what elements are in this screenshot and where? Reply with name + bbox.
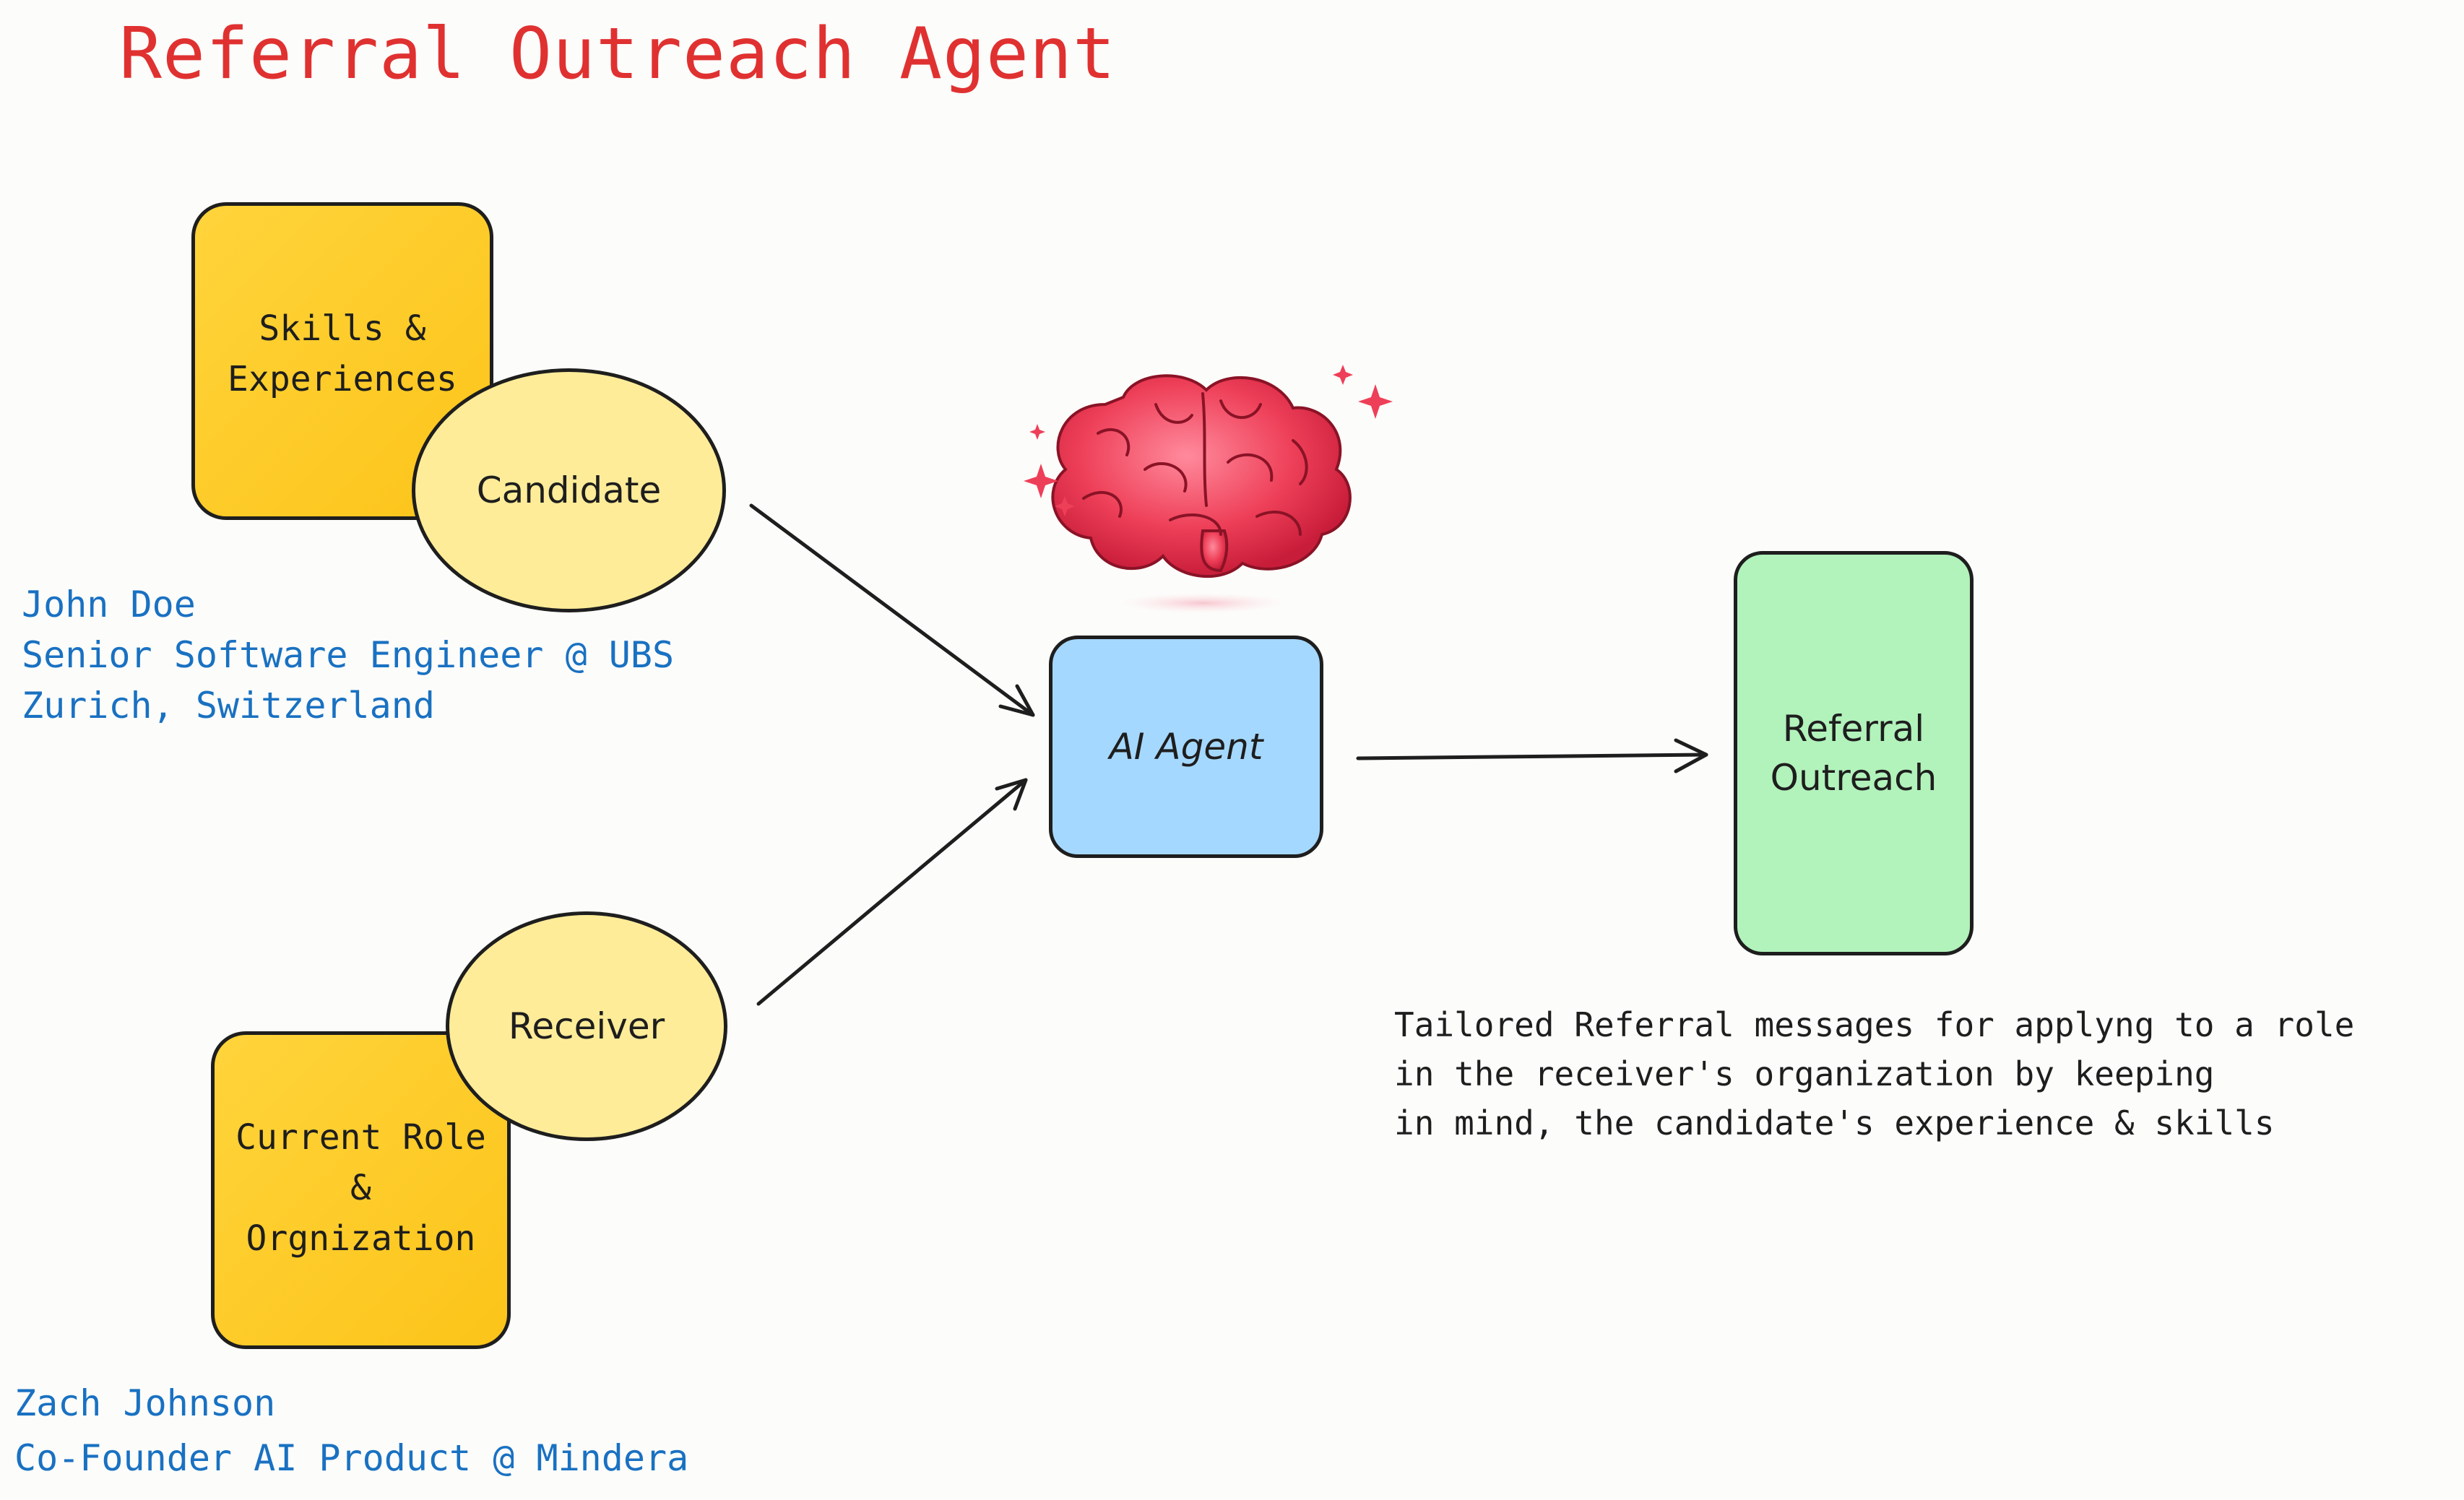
candidate-location: Zurich, Switzerland: [22, 685, 435, 727]
candidate-name: John Doe: [22, 584, 196, 625]
organization-line: Orgnization: [246, 1218, 476, 1259]
candidate-role: Senior Software Engineer @ UBS: [22, 634, 675, 676]
experiences-line: Experiences: [228, 359, 457, 399]
ai-agent-node: AI Agent: [1049, 636, 1323, 858]
arrow-agent-to-output: [1356, 753, 1708, 760]
referral-line: Referral: [1782, 708, 1925, 750]
receiver-details: Zach Johnson Co-Founder AI Product @ Min…: [14, 1376, 688, 1486]
receiver-node: Receiver: [446, 911, 727, 1141]
ai-agent-label: AI Agent: [1109, 726, 1263, 768]
receiver-role: Co-Founder AI Product @ Mindera: [14, 1437, 689, 1479]
description-line-1: Tailored Referral messages for applyng t…: [1394, 1005, 2355, 1044]
candidate-label: Candidate: [476, 469, 662, 511]
skills-line: Skills &: [259, 308, 426, 349]
receiver-label: Receiver: [508, 1005, 665, 1047]
description-line-2: in the receiver's organization by keepin…: [1394, 1054, 2215, 1093]
current-role-line: Current Role: [235, 1117, 486, 1158]
arrow-candidate-to-agent: [749, 503, 1035, 717]
description-line-3: in mind, the candidate's experience & sk…: [1394, 1104, 2275, 1143]
arrow-receiver-to-agent-head: [995, 778, 1028, 811]
referral-outreach-label: Referral Outreach: [1771, 704, 1937, 802]
arrow-agent-to-output-head: [1674, 738, 1708, 773]
current-role-organization-card: [211, 1031, 511, 1349]
page-title: Referral Outreach Agent: [119, 13, 1117, 95]
ampersand-line: &: [350, 1168, 371, 1208]
candidate-node: Candidate: [412, 368, 726, 612]
arrow-receiver-to-agent: [756, 778, 1028, 1006]
output-description: Tailored Referral messages for applyng t…: [1394, 1000, 2354, 1148]
candidate-details: John Doe Senior Software Engineer @ UBS …: [22, 579, 674, 731]
arrow-candidate-to-agent-head: [998, 684, 1035, 717]
receiver-name: Zach Johnson: [14, 1382, 276, 1424]
current-role-organization-label: Current Role & Orgnization: [211, 1112, 511, 1264]
referral-outreach-node: Referral Outreach: [1734, 551, 1974, 955]
outreach-line: Outreach: [1770, 757, 1937, 799]
skills-experiences-label: Skills & Experiences: [191, 303, 493, 404]
